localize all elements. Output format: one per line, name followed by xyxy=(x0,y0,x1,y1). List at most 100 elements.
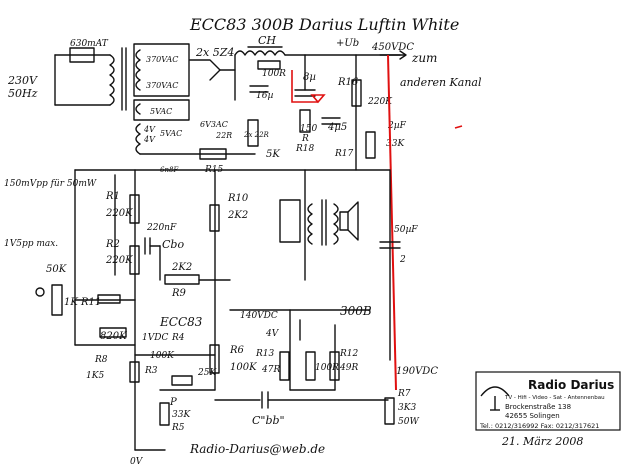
p-value: 25K xyxy=(197,368,217,378)
choke-symbol xyxy=(234,50,286,56)
transformer-primary xyxy=(109,54,115,106)
r4-value: 100K xyxy=(150,351,175,361)
r7-label: R7 xyxy=(397,389,411,399)
fuse-label: 630mAT xyxy=(70,39,109,49)
stamp-line-4: Tel.: 0212/316992 Fax: 0212/317621 xyxy=(479,422,599,430)
stamp-line-3: 42655 Solingen xyxy=(505,412,560,420)
v190-label: 190VDC xyxy=(396,366,438,377)
stamp-line-1: TV - Hifi - Video - Sat - Antennenbau xyxy=(504,395,605,401)
r100-label: 100R xyxy=(262,69,286,79)
stamp-line-2: Brockenstraße 138 xyxy=(505,403,571,411)
driver-tube-label: ECC83 xyxy=(159,315,203,329)
v1-label: 1VDC xyxy=(142,333,168,343)
r10-symbol xyxy=(209,204,220,232)
r17-symbol xyxy=(365,131,376,159)
cbo-label: Cbo xyxy=(162,238,184,251)
output-transformer: 50µF 2 xyxy=(279,169,418,361)
r12-value: 49R xyxy=(339,363,358,373)
stamp-name: Radio Darius xyxy=(528,378,614,392)
input-section: 150mVpp für 50mW 1V5pp max. 50K 1K R11 R… xyxy=(4,169,249,346)
r4-label: R4 xyxy=(171,333,185,343)
cap-16u-label: 16µ xyxy=(256,91,273,101)
r13-value: 47R xyxy=(261,365,280,375)
input-jack xyxy=(35,287,45,297)
r2-value: 220K xyxy=(105,255,133,266)
r15-symbol xyxy=(199,148,227,160)
pot-5k-label: 5K xyxy=(266,149,280,160)
r3-value: 1K5 xyxy=(86,371,104,381)
r5-value: 33K xyxy=(172,410,191,420)
red-annotations xyxy=(291,54,463,391)
r9-label: R9 xyxy=(171,288,187,299)
r10-label: R10 xyxy=(227,193,249,204)
cap-4u5-label: 4µ5 xyxy=(327,122,347,133)
company-stamp: Radio Darius TV - Hifi - Video - Sat - A… xyxy=(475,371,621,431)
mains-frequency: 50Hz xyxy=(8,87,38,100)
r1-value: 220K xyxy=(105,208,133,219)
c66-label: C"bb" xyxy=(252,414,285,427)
v140-label: 140VDC xyxy=(240,311,278,321)
cap-8u-label: 8µ xyxy=(303,72,316,83)
r2x22-label: 2x 22R xyxy=(243,131,270,139)
r1-label: R1 xyxy=(105,191,120,202)
driver-section: ECC83 820K R8 1VDC R4 100K 1K5 R3 P 25K … xyxy=(74,279,389,467)
rectifier-label: 2x 5Z4 xyxy=(195,46,234,59)
r7-symbol xyxy=(384,397,395,425)
other-channel-label: anderen Kanal xyxy=(400,76,482,89)
output-stage: 300B 4V R13 47R 100R R12 49R 190VDC R7 3… xyxy=(229,304,438,427)
zero-volt-label: 0V xyxy=(130,457,144,467)
input-pot-symbol xyxy=(51,284,63,316)
p-label: P xyxy=(169,397,177,408)
r17-label: R17 xyxy=(334,149,354,159)
red-bplus-line xyxy=(387,54,397,391)
r22-label: 22R xyxy=(215,131,232,140)
mains-section: 630mAT 230V 50Hz 370VAC 370VAC 5VAC 4V 4… xyxy=(7,34,482,175)
zum-label: zum xyxy=(411,51,437,65)
choke-label: CH xyxy=(258,34,276,47)
r2-label: R2 xyxy=(105,239,120,250)
transformer-hv-secondary xyxy=(135,49,141,91)
tap-370-a: 370VAC xyxy=(146,55,178,64)
r100-symbol xyxy=(257,60,281,70)
red-cap-loop xyxy=(291,70,318,103)
tap-370-b: 370VAC xyxy=(146,81,178,90)
tap-5vac-b: 5VAC xyxy=(160,129,182,138)
tap-6v3: 6V3AC xyxy=(200,120,228,129)
r16-label: R16 xyxy=(337,77,359,88)
r18-label: R18 xyxy=(295,144,315,154)
speaker-icon xyxy=(339,211,349,231)
input-level-1: 150mVpp für 50mW xyxy=(4,179,97,189)
r10-value: 2K2 xyxy=(227,210,248,221)
input-level-2: 1V5pp max. xyxy=(4,239,58,249)
tap-5vac: 5VAC xyxy=(150,107,172,116)
r11-label: 1K R11 xyxy=(64,297,101,308)
tap-4v-b: 4V xyxy=(143,135,156,144)
schematic-title: ECC83 300B Darius Luftin White xyxy=(189,15,459,34)
cap-220n-label: 220nF xyxy=(146,223,177,233)
r13-label: R13 xyxy=(255,349,275,359)
r17-value: 33K xyxy=(386,139,405,149)
r9-symbol xyxy=(164,274,200,285)
footer-email: Radio-Darius@web.de xyxy=(189,442,325,456)
r820k-label: 820K xyxy=(100,331,127,342)
r7-wattage: 50W xyxy=(398,417,419,427)
b-plus-label: 450VDC xyxy=(371,42,414,53)
tap-4v-a: 4V xyxy=(143,125,156,134)
r16-value: 220K xyxy=(367,97,393,107)
r9-value: 2K2 xyxy=(171,262,192,273)
r12-label: R12 xyxy=(339,349,359,359)
footer-date: 21. März 2008 xyxy=(501,435,583,448)
r3-label: R3 xyxy=(144,366,158,376)
output-tube-label: 300B xyxy=(340,304,372,318)
r150-symbol xyxy=(299,109,311,133)
r6-value: 100K xyxy=(230,362,257,373)
satellite-dish-icon xyxy=(480,386,510,397)
r5-label: R5 xyxy=(171,423,185,433)
rectifier-symbol xyxy=(189,59,221,81)
cap-50u-label: 50µF xyxy=(394,225,418,235)
heater-4v-label: 4V xyxy=(265,329,280,339)
cap-2-label: 2 xyxy=(399,255,406,265)
r100-output: 100R xyxy=(315,363,339,373)
cap-2uf-label: 2µF xyxy=(387,121,407,131)
